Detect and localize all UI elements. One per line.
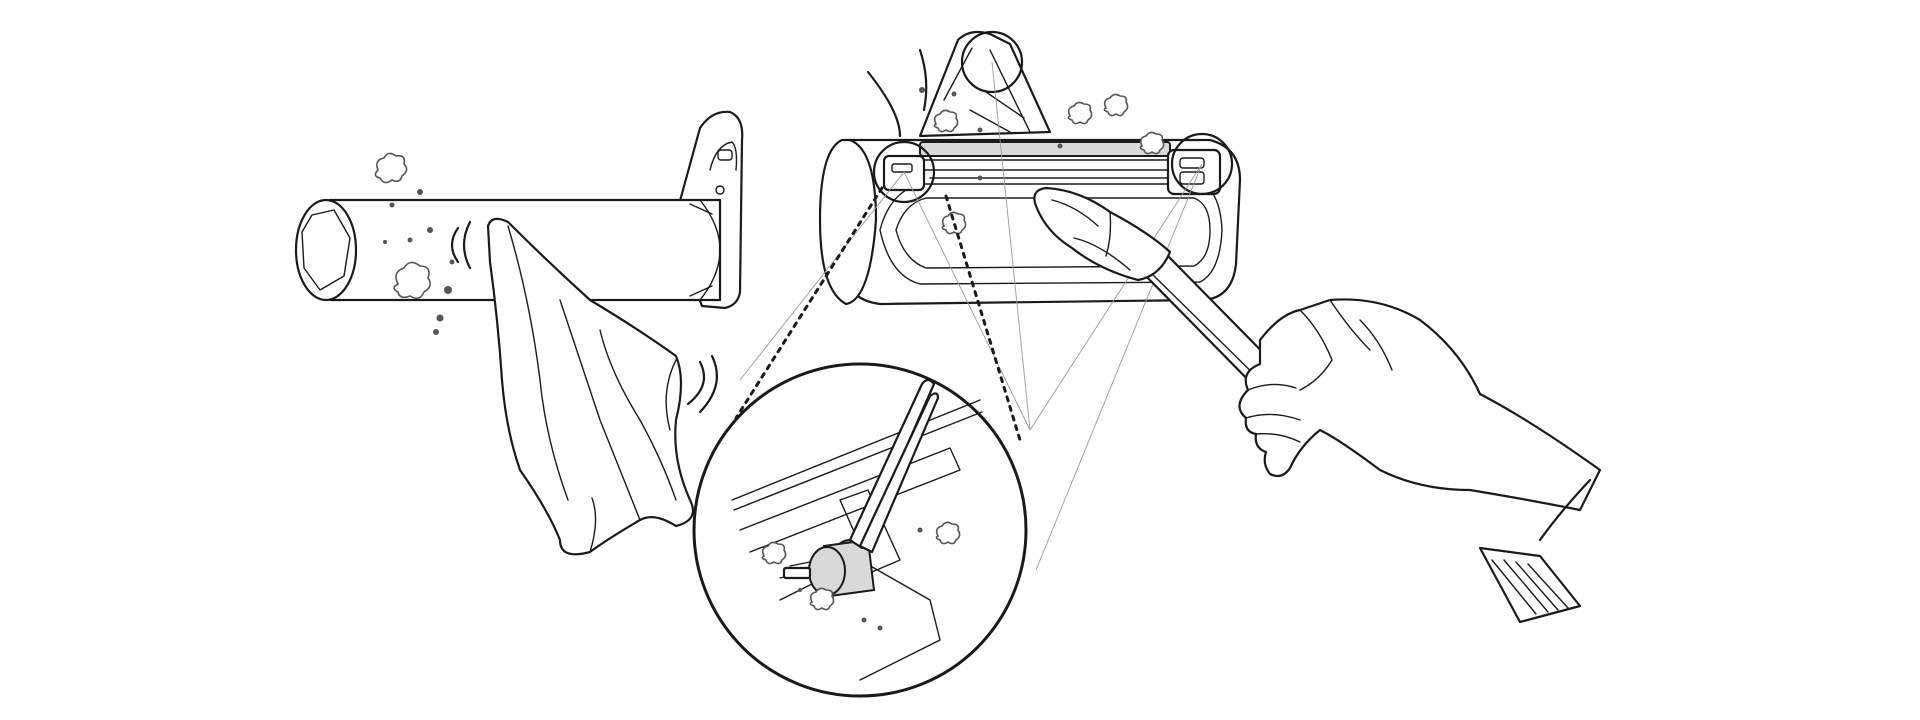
cloth-icon: [486, 217, 694, 556]
floor-head-icon: [818, 30, 1242, 306]
dust-icon: [374, 152, 455, 335]
hand-icon: [1238, 298, 1602, 542]
magnifier-callout-icon: [692, 362, 1028, 698]
tweezers-icon: [848, 378, 940, 554]
